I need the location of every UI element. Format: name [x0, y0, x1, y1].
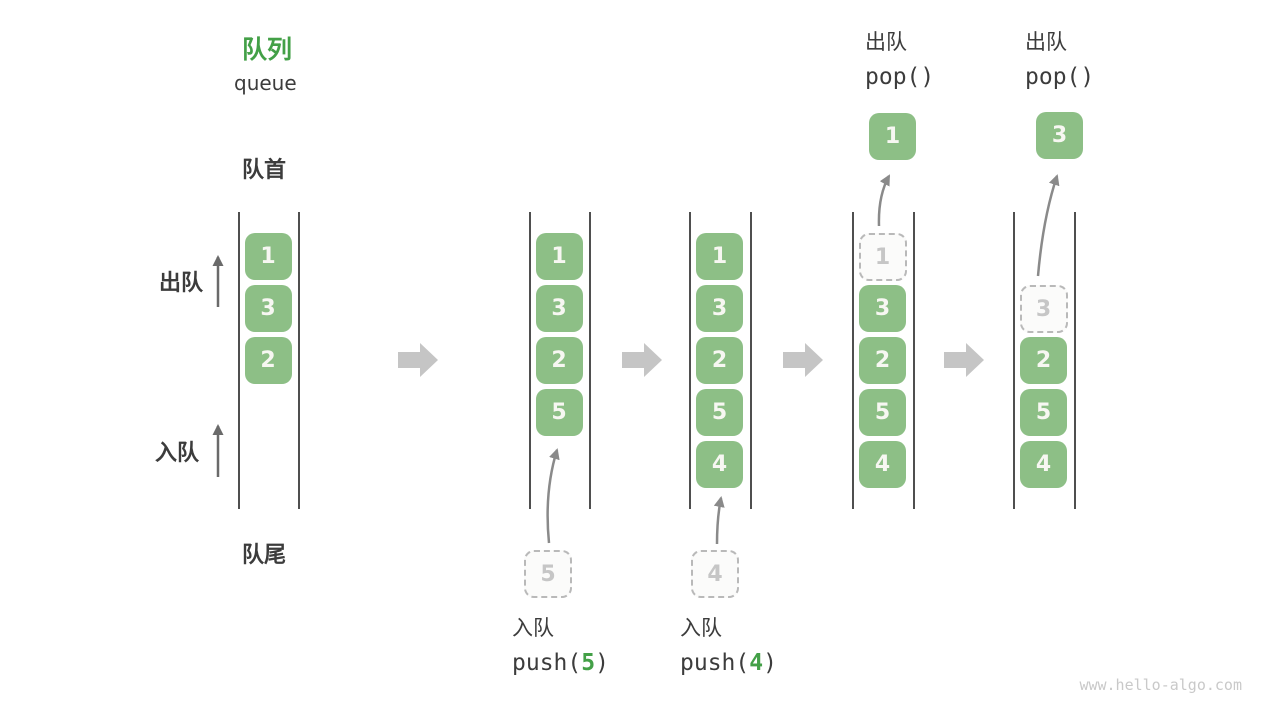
operation-name: 入队: [512, 616, 554, 640]
push-operation-label: 入队 push(4): [680, 612, 777, 676]
watermark: www.hello-algo.com: [1079, 676, 1242, 694]
queue-element-ghost: 3: [1019, 285, 1068, 333]
popped-element: 1: [869, 113, 916, 160]
queue-wall: [238, 212, 240, 509]
queue-wall: [689, 212, 691, 509]
pop-arrow-3: [1036, 174, 1060, 277]
label-queue-rear: 队尾: [242, 543, 287, 568]
queue-element: 5: [535, 389, 583, 436]
queue-wall: [1013, 212, 1015, 509]
queue-element: 3: [696, 285, 743, 332]
queue-wall: [750, 212, 752, 509]
queue-wall: [1074, 212, 1076, 509]
operation-name: 出队: [1025, 30, 1067, 54]
queue-element: 4: [859, 441, 906, 488]
operation-code: push(5): [512, 650, 609, 676]
queue-element: 5: [859, 389, 906, 436]
queue-element: 1: [696, 233, 743, 280]
queue-element: 2: [244, 337, 292, 384]
queue-element: 4: [1020, 441, 1067, 488]
queue-wall: [852, 212, 854, 509]
operation-name: 入队: [680, 616, 722, 640]
queue-element: 1: [244, 233, 292, 280]
queue-wall: [913, 212, 915, 509]
popped-element: 3: [1036, 112, 1083, 159]
queue-element: 2: [859, 337, 906, 384]
queue-element: 2: [1020, 337, 1067, 384]
queue-element: 2: [696, 337, 743, 384]
queue-element: 5: [696, 389, 743, 436]
pop-arrow-1: [877, 174, 891, 227]
queue-element-ghost: 1: [858, 233, 907, 281]
queue-wall: [298, 212, 300, 509]
queue-element: 5: [1020, 389, 1067, 436]
push-operation-label: 入队 push(5): [512, 612, 609, 676]
transition-arrow-1: [398, 343, 438, 377]
transition-arrow-2: [622, 343, 662, 377]
queue-element: 1: [535, 233, 583, 280]
incoming-element: 4: [691, 550, 739, 598]
pop-operation-label: 出队 pop(): [865, 26, 934, 90]
label-queue-front: 队首: [242, 158, 287, 183]
queue-element: 3: [244, 285, 292, 332]
operation-code: push(4): [680, 650, 777, 676]
queue-element: 3: [535, 285, 583, 332]
diagram-title-zh: 队列: [242, 35, 293, 64]
operation-code: pop(): [1025, 64, 1095, 90]
push-arrow-4: [713, 496, 725, 545]
queue-wall: [529, 212, 531, 509]
pop-operation-label: 出队 pop(): [1025, 26, 1094, 90]
operation-code: pop(): [865, 64, 935, 90]
push-arrow-5: [546, 448, 560, 544]
transition-arrow-4: [944, 343, 984, 377]
transition-arrow-3: [783, 343, 823, 377]
queue-wall: [589, 212, 591, 509]
operation-name: 出队: [865, 30, 907, 54]
queue-element: 4: [696, 441, 743, 488]
label-dequeue: 出队: [159, 271, 204, 296]
queue-element: 2: [535, 337, 583, 384]
incoming-element: 5: [524, 550, 572, 598]
queue-element: 3: [859, 285, 906, 332]
label-enqueue: 入队: [155, 441, 200, 466]
diagram-title-en: queue: [234, 71, 297, 95]
